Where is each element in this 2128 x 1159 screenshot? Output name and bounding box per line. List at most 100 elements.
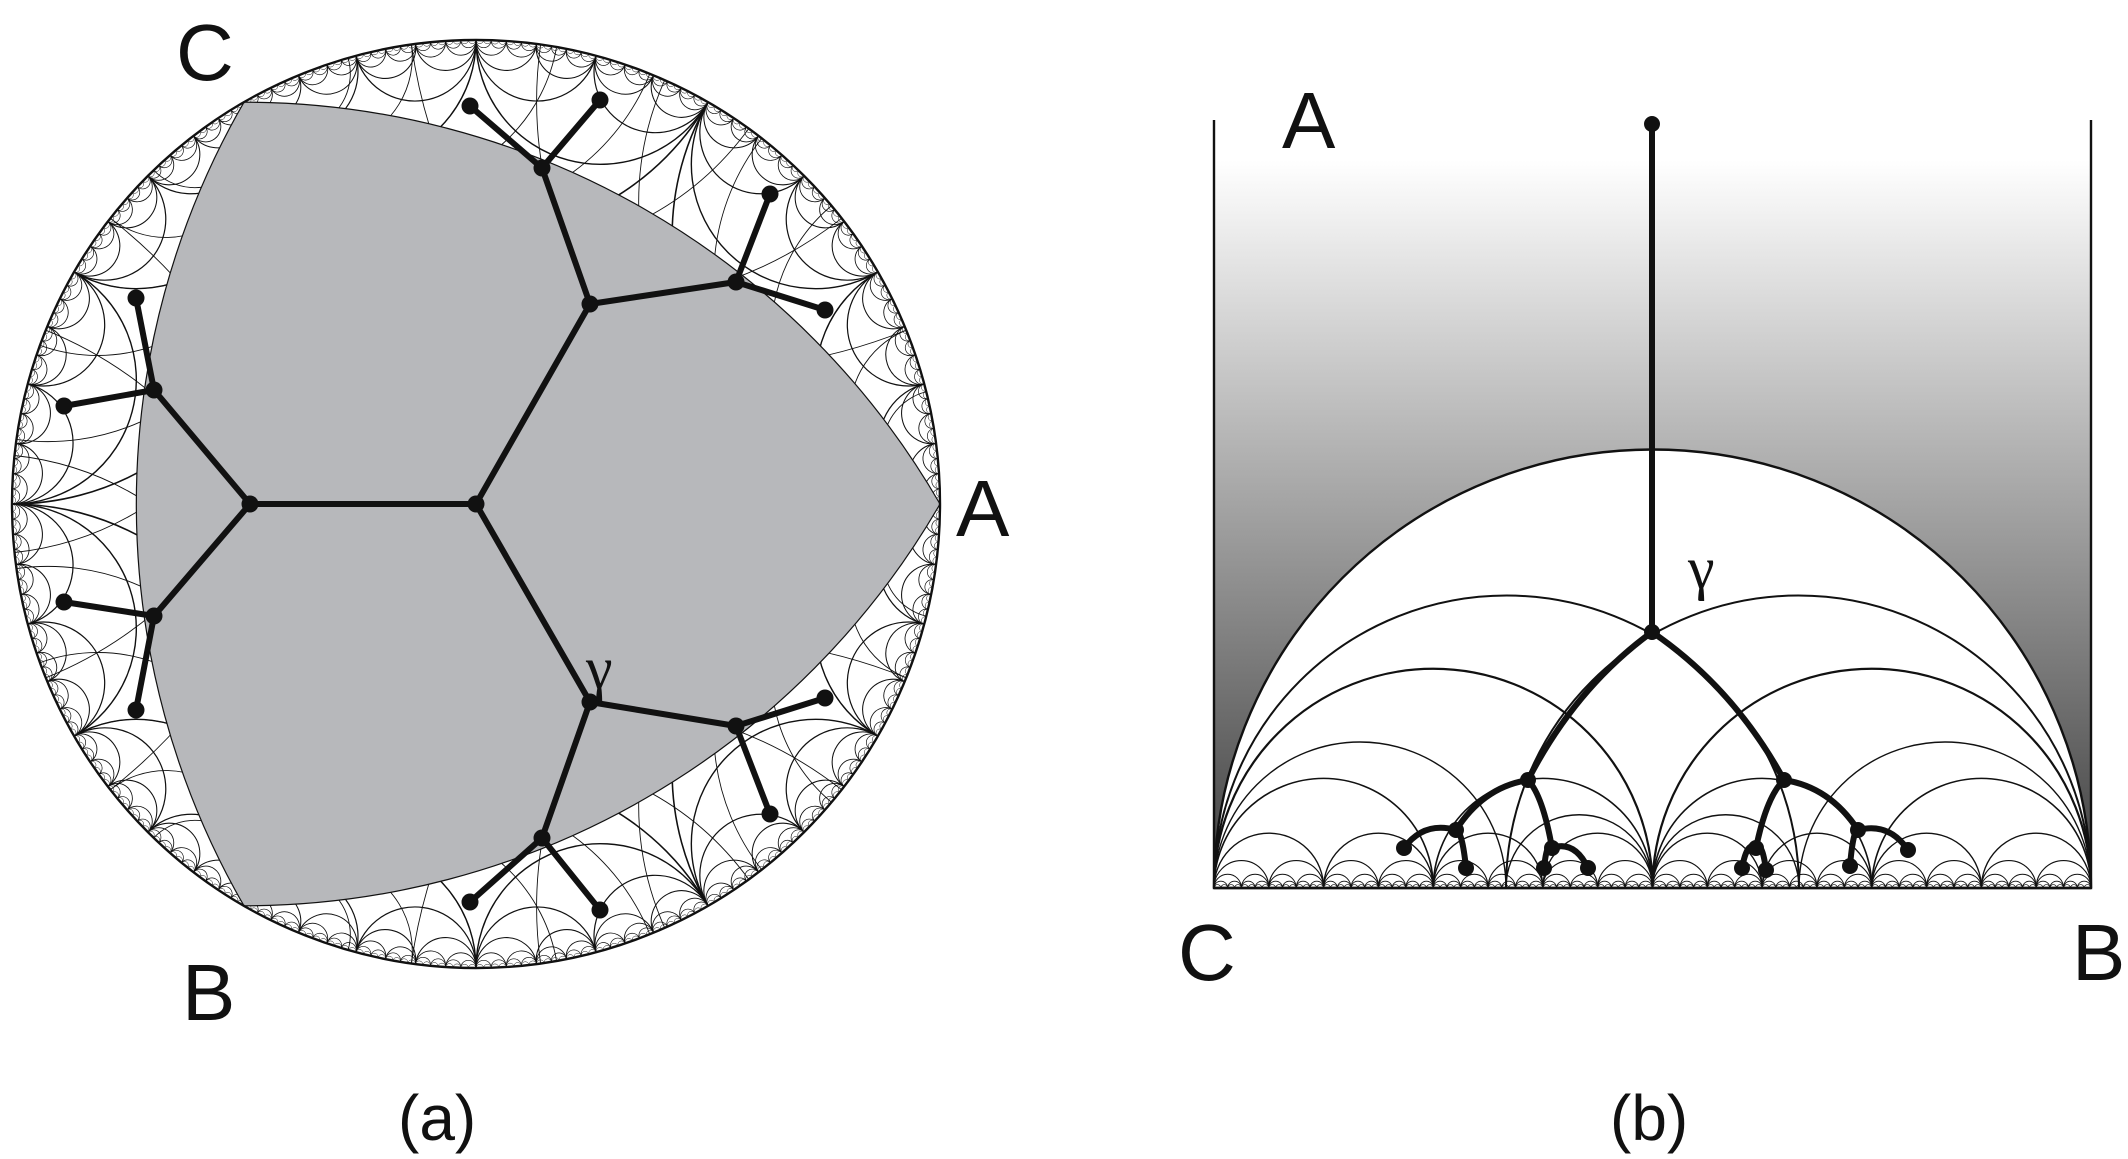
geodesic-arc (754, 135, 783, 161)
geodesic-arc (284, 75, 300, 87)
geodesic-arc (536, 946, 567, 965)
geodesic-arc (730, 117, 759, 143)
geodesic-arc (475, 937, 538, 968)
halfplane-arc (1870, 777, 2091, 888)
tree-edge (1453, 777, 1531, 833)
geodesic-arc (924, 413, 934, 429)
tree-node (581, 693, 599, 711)
geodesic-arc (27, 623, 48, 654)
halfplane-arc (1268, 873, 1297, 888)
tree-edge (733, 695, 828, 729)
geodesic-arc (799, 805, 826, 833)
geodesic-arc (415, 40, 447, 58)
tree-node (816, 301, 834, 319)
halfplane-arc (2035, 874, 2065, 888)
halfplane-arc (1761, 874, 1791, 888)
geodesic-arc (385, 46, 401, 56)
geodesic-arc (521, 956, 537, 966)
geodesic-arc (926, 564, 937, 580)
geodesic-arc (785, 727, 879, 833)
geodesic-arc (922, 443, 940, 475)
halfplane-arc (1377, 874, 1407, 888)
geodesic-arc (107, 779, 158, 833)
geodesic-arc (326, 932, 357, 953)
tree-edge (473, 301, 593, 507)
geodesic-arc (849, 233, 862, 248)
geodesic-arc (445, 952, 477, 968)
geodesic-arc (415, 950, 447, 968)
halfplane-arc (1505, 594, 2091, 888)
geodesic-arc (565, 48, 597, 68)
halfplane-arc (1706, 860, 1763, 888)
geodesic-arc (819, 782, 845, 811)
geodesic-arc (12, 473, 28, 505)
geodesic-arc (12, 503, 28, 535)
halfplane-arc (1651, 777, 1873, 888)
geodesic-arc (31, 354, 43, 371)
geodesic-arc (854, 733, 879, 763)
geodesic-arc (831, 209, 845, 224)
halfplane-arc (1871, 860, 1928, 888)
geodesic-arc (169, 847, 198, 873)
geodesic-arc (679, 87, 709, 111)
panel-a: C A B γ (a) (10, 8, 1010, 1154)
tree-node (1644, 624, 1660, 640)
geodesic-arc (551, 952, 567, 962)
geodesic-arc (819, 197, 845, 226)
geodesic-arc (837, 221, 863, 250)
tree-node (461, 893, 479, 911)
geodesic-arc (18, 413, 28, 429)
geodesic-arc (137, 818, 151, 833)
geodesic-arc (609, 937, 626, 949)
geodesic-arc (15, 383, 51, 445)
geodesic-arc (181, 859, 196, 873)
geodesic-arc (73, 733, 98, 763)
geodesic-arc (580, 52, 597, 62)
geodesic-arc (12, 503, 43, 566)
geodesic-arc (790, 165, 805, 179)
halfplane-arc (1816, 874, 1845, 888)
geodesic-arc (89, 221, 115, 250)
geodesic-arc (918, 413, 937, 444)
triangle-edge-ba (243, 503, 941, 907)
geodesic-arc (883, 680, 905, 710)
geodesic-arc (730, 865, 759, 891)
halfplane-arc (1980, 874, 2010, 888)
geodesic-arc (15, 563, 51, 625)
geodesic-arc (893, 680, 905, 696)
geodesic-arc (551, 46, 567, 56)
geodesic-arc (73, 175, 167, 281)
geodesic-arc (415, 956, 431, 966)
vertex-label-c-b: C (1178, 908, 1236, 997)
geodesic-arc (385, 946, 416, 965)
geodesic-arc (27, 622, 67, 683)
geodesic-arc (27, 271, 106, 387)
tree-node (816, 689, 834, 707)
geodesic-arc (12, 503, 74, 625)
geodesic-arc (475, 952, 507, 968)
geodesic-arc (930, 458, 940, 474)
geodesic-arc (912, 593, 932, 625)
tree-node (1580, 860, 1596, 876)
geodesic-arc (623, 64, 654, 86)
geodesic-arc (12, 443, 30, 475)
geodesic-arc (414, 40, 477, 71)
halfplane-arc (1487, 873, 1516, 888)
geodesic-arc (754, 847, 783, 873)
halfplane-arc (1679, 874, 1708, 888)
geodesic-arc (652, 921, 668, 933)
geodesic-arc (107, 209, 121, 224)
geodesic-arc (12, 534, 22, 550)
tree-nodes-b (1396, 116, 1916, 878)
tree-node (727, 717, 745, 735)
ideal-triangle-edges (135, 101, 941, 907)
ideal-triangle (136, 102, 941, 906)
tree-node (591, 901, 609, 919)
halfplane-arc (1214, 860, 1270, 888)
geodesic-arc (126, 805, 153, 833)
geodesic-arc (846, 271, 925, 387)
geodesic-arc (862, 271, 905, 330)
halfplane-arc (1323, 860, 1380, 888)
geodesic-arc (706, 894, 722, 907)
tree-node (467, 495, 485, 513)
